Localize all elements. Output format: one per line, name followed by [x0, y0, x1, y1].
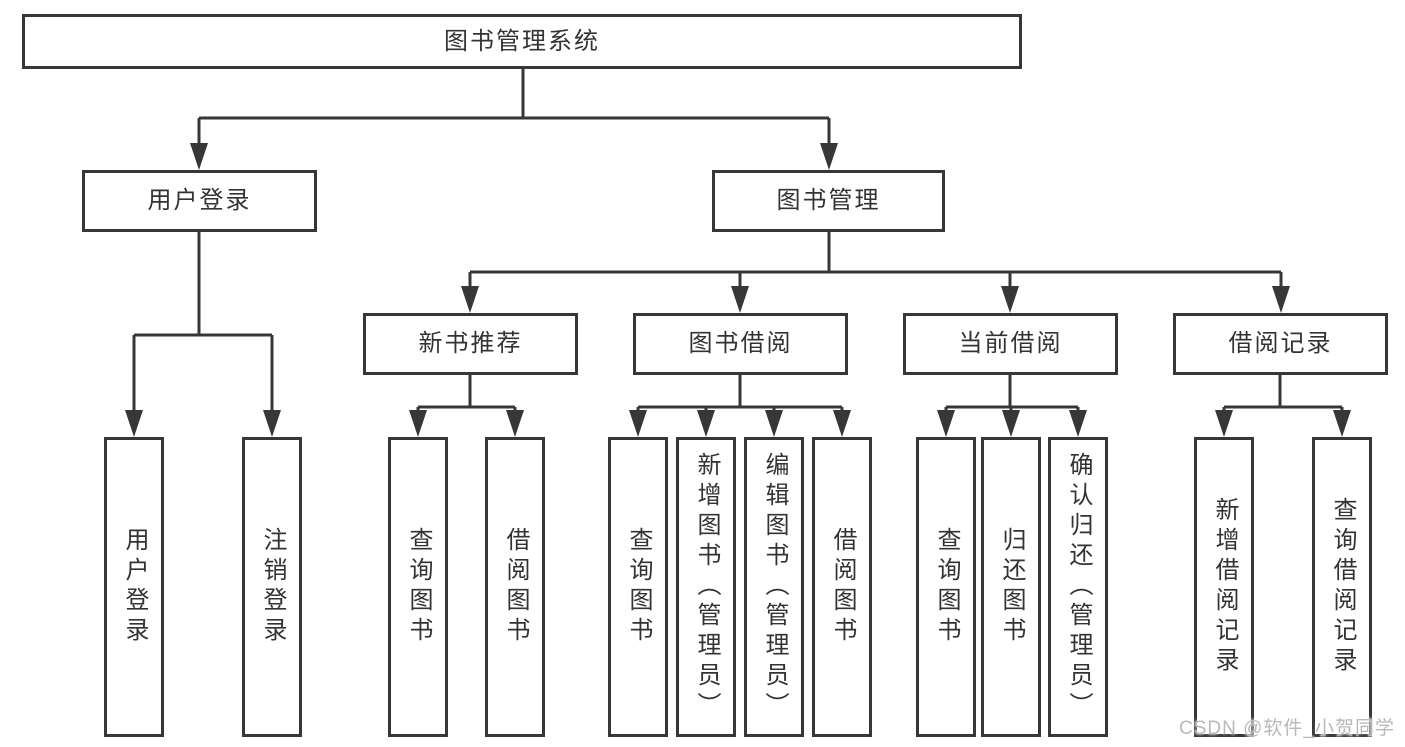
arrowhead-icon — [1002, 410, 1020, 437]
leaf-records-query-record: 查询借阅记录 — [1312, 437, 1372, 737]
arrowhead-icon — [1069, 410, 1087, 437]
leaf-borrow-edit-book-admin: 编辑图书（管理员） — [744, 437, 804, 737]
leaf-recommend-borrow-book: 借阅图书 — [485, 437, 545, 737]
arrowhead-icon — [833, 410, 851, 437]
leaf-recommend-query-book: 查询图书 — [388, 437, 448, 737]
leaf-borrow-add-book-admin: 新增图书（管理员） — [676, 437, 736, 737]
node-borrow-records: 借阅记录 — [1173, 313, 1388, 375]
arrowhead-icon — [190, 143, 208, 170]
connector-borrow-records-to-children — [1222, 375, 1344, 414]
arrowhead-icon — [1215, 410, 1233, 437]
arrowhead-icon — [461, 286, 479, 313]
leaf-user-login: 用户登录 — [104, 437, 164, 737]
connector-user-login-to-children — [132, 232, 274, 414]
connector-root-to-level2 — [197, 69, 831, 148]
leaf-current-return-book: 归还图书 — [981, 437, 1041, 737]
arrowhead-icon — [1272, 286, 1290, 313]
arrowhead-icon — [765, 410, 783, 437]
leaf-records-add-record: 新增借阅记录 — [1194, 437, 1254, 737]
watermark: CSDN @软件_小贺同学 — [1179, 718, 1395, 739]
arrowhead-icon — [820, 143, 838, 170]
node-current-borrow: 当前借阅 — [903, 313, 1118, 375]
node-book-borrow: 图书借阅 — [633, 313, 848, 375]
connector-book-borrow-to-children — [636, 375, 844, 414]
connector-new-book-recommend-to-children — [416, 375, 517, 414]
leaf-borrow-query-book: 查询图书 — [608, 437, 668, 737]
arrowhead-icon — [697, 410, 715, 437]
arrowhead-icon — [937, 410, 955, 437]
arrowhead-icon — [506, 410, 524, 437]
arrowhead-icon — [1333, 410, 1351, 437]
node-user-login: 用户登录 — [82, 170, 317, 232]
arrowhead-icon — [629, 410, 647, 437]
arrowhead-icon — [125, 410, 143, 437]
leaf-current-query-book: 查询图书 — [916, 437, 976, 737]
leaf-logout: 注销登录 — [242, 437, 302, 737]
connector-current-borrow-to-children — [944, 375, 1080, 414]
arrowhead-icon — [409, 410, 427, 437]
node-root: 图书管理系统 — [22, 14, 1022, 69]
leaf-borrow-borrow-book: 借阅图书 — [812, 437, 872, 737]
arrowhead-icon — [731, 286, 749, 313]
arrowhead-icon — [263, 410, 281, 437]
arrowhead-icon — [1001, 286, 1019, 313]
connector-book-management-to-level3 — [468, 232, 1283, 290]
node-book-management: 图书管理 — [712, 170, 945, 232]
node-new-book-recommend: 新书推荐 — [363, 313, 578, 375]
leaf-current-confirm-return-admin: 确认归还（管理员） — [1048, 437, 1108, 737]
